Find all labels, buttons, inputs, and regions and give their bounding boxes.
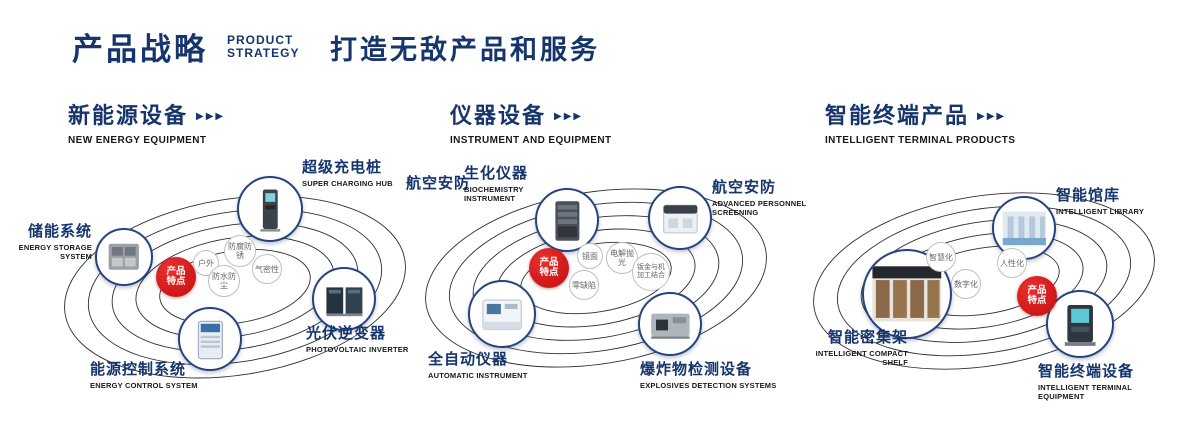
personnel-screening-image — [662, 204, 698, 233]
energy-storage-image — [108, 244, 140, 270]
feature-bubble: 气密性 — [252, 254, 282, 284]
product-features-badge: 产品 特点 — [156, 257, 196, 297]
section-terminal-header: 智能终端产品 ▶▶▶ INTELLIGENT TERMINAL PRODUCTS — [825, 98, 1015, 146]
feature-bubble: 防水防尘 — [208, 265, 240, 297]
label-en: ENERGY CONTROL SYSTEM — [90, 381, 198, 390]
section-new-energy-subtitle: NEW ENERGY EQUIPMENT — [68, 135, 207, 146]
section-new-energy-header: 新能源设备 ▶▶▶ NEW ENERGY EQUIPMENT — [68, 98, 225, 146]
page-title: 产品战略 — [72, 32, 208, 67]
label-zh: 生化仪器 — [464, 165, 529, 182]
tagline: 打造无敌产品和服务 — [330, 35, 600, 65]
label-zh: 爆炸物检测设备 — [640, 361, 753, 378]
label-energy-control: 能源控制系统 ENERGY CONTROL SYSTEM — [90, 358, 220, 390]
feature-bubble: 镜面 — [577, 243, 603, 269]
label-en: SUPER CHARGING HUB — [302, 179, 393, 188]
triple-chevron-icon: ▶▶▶ — [977, 111, 1007, 122]
page-title-en-line2: STRATEGY — [227, 46, 300, 60]
label-pv-inverter: 光伏逆变器 PHOTOVOLTAIC INVERTER — [306, 322, 416, 354]
badge-line1: 产品 — [166, 265, 186, 277]
section-instrument-title: 仪器设备 — [450, 103, 547, 128]
badge-line1: 产品 — [539, 256, 559, 268]
orbit-rings-terminal — [813, 192, 1155, 370]
page-title-en: PRODUCT STRATEGY — [227, 34, 299, 60]
super-charger-image — [260, 189, 280, 232]
section-terminal-subtitle: INTELLIGENT TERMINAL PRODUCTS — [825, 135, 1016, 146]
label-en: ENERGY STORAGE SYSTEM — [18, 243, 92, 261]
label-zh: 光伏逆变器 — [306, 325, 387, 342]
explosives-detection-image — [650, 313, 690, 339]
triple-chevron-icon: ▶▶▶ — [554, 111, 584, 122]
compact-shelf-node — [862, 249, 952, 339]
super-charger-node — [237, 176, 303, 242]
section-instrument-header: 仪器设备 ▶▶▶ INSTRUMENT AND EQUIPMENT — [450, 98, 611, 146]
label-zh: 储能系统 — [27, 223, 92, 240]
label-zh: 超级充电桩 — [302, 159, 383, 176]
label-en: BIOCHEMISTRY INSTRUMENT — [464, 185, 524, 203]
label-en: EXPLOSIVES DETECTION SYSTEMS — [640, 381, 777, 390]
compact-shelf-image — [872, 266, 942, 322]
badge-line1: 产品 — [1027, 284, 1047, 296]
page-title-en-line1: PRODUCT — [227, 33, 294, 47]
energy-storage-node — [95, 228, 153, 286]
label-intelligent-library: 智能馆库 INTELLIGENT LIBRARY — [1056, 184, 1166, 216]
label-personnel-screening: 航空安防 ADVANCED PERSONNEL SCREENING — [712, 176, 824, 217]
automatic-instrument-node — [468, 280, 536, 348]
feature-bubble: 零缺陷 — [569, 270, 599, 300]
label-en: AUTOMATIC INSTRUMENT — [428, 371, 528, 380]
section-new-energy-title: 新能源设备 — [68, 103, 189, 128]
section-instrument-subtitle: INSTRUMENT AND EQUIPMENT — [450, 135, 612, 146]
label-zh: 全自动仪器 — [428, 351, 509, 368]
label-zh: 智能密集架 — [827, 329, 908, 346]
label-terminal-equipment: 智能终端设备 INTELLIGENT TERMINAL EQUIPMENT — [1038, 360, 1173, 401]
personnel-screening-node — [648, 186, 712, 250]
automatic-instrument-image — [482, 299, 522, 330]
energy-control-image — [197, 320, 223, 359]
feature-bubble: 智慧化 — [926, 242, 956, 272]
pv-inverter-node — [312, 267, 376, 331]
biochemistry-node — [535, 188, 599, 252]
feature-bubble: 人性化 — [997, 248, 1027, 278]
badge-line2: 特点 — [166, 276, 186, 287]
label-super-charger: 超级充电桩 SUPER CHARGING HUB — [302, 156, 412, 188]
triple-chevron-icon: ▶▶▶ — [196, 111, 226, 122]
section-terminal-title: 智能终端产品 — [825, 103, 970, 128]
terminal-equipment-node — [1046, 290, 1114, 358]
product-features-badge: 产品 特点 — [1017, 276, 1057, 316]
biochemistry-image — [554, 200, 579, 241]
label-biochemistry: 生化仪器 BIOCHEMISTRY INSTRUMENT — [464, 162, 559, 203]
label-aviation-security: 航空安防 — [406, 172, 470, 193]
label-zh: 智能终端设备 — [1038, 363, 1135, 380]
label-zh: 航空安防 — [712, 179, 777, 196]
product-features-badge: 产品 特点 — [529, 248, 569, 288]
intelligent-library-image — [1002, 211, 1046, 245]
label-en: INTELLIGENT LIBRARY — [1056, 207, 1145, 216]
label-en: PHOTOVOLTAIC INVERTER — [306, 345, 409, 354]
label-automatic-instrument: 全自动仪器 AUTOMATIC INSTRUMENT — [428, 348, 538, 380]
label-compact-shelf: 智能密集架 INTELLIGENT COMPACT SHELF — [796, 326, 908, 367]
intelligent-library-node — [992, 196, 1056, 260]
label-en: ADVANCED PERSONNEL SCREENING — [712, 199, 807, 217]
terminal-equipment-image — [1064, 304, 1096, 346]
label-zh: 航空安防 — [406, 175, 471, 192]
badge-line2: 特点 — [1027, 295, 1047, 306]
pv-inverter-image — [325, 286, 362, 316]
label-energy-storage: 储能系统 ENERGY STORAGE SYSTEM — [2, 220, 92, 261]
energy-control-node — [178, 307, 242, 371]
label-explosives-detection: 爆炸物检测设备 EXPLOSIVES DETECTION SYSTEMS — [640, 358, 780, 390]
badge-line2: 特点 — [539, 267, 559, 278]
label-zh: 智能馆库 — [1056, 187, 1121, 204]
explosives-detection-node — [638, 292, 702, 356]
label-en: INTELLIGENT TERMINAL EQUIPMENT — [1038, 383, 1132, 401]
label-en: INTELLIGENT COMPACT SHELF — [815, 349, 908, 367]
label-zh: 能源控制系统 — [90, 361, 187, 378]
feature-bubble: 防腐防锈 — [224, 235, 256, 267]
feature-bubble: 数字化 — [951, 269, 981, 299]
feature-bubble: 钣金与机加工结合 — [632, 253, 670, 291]
